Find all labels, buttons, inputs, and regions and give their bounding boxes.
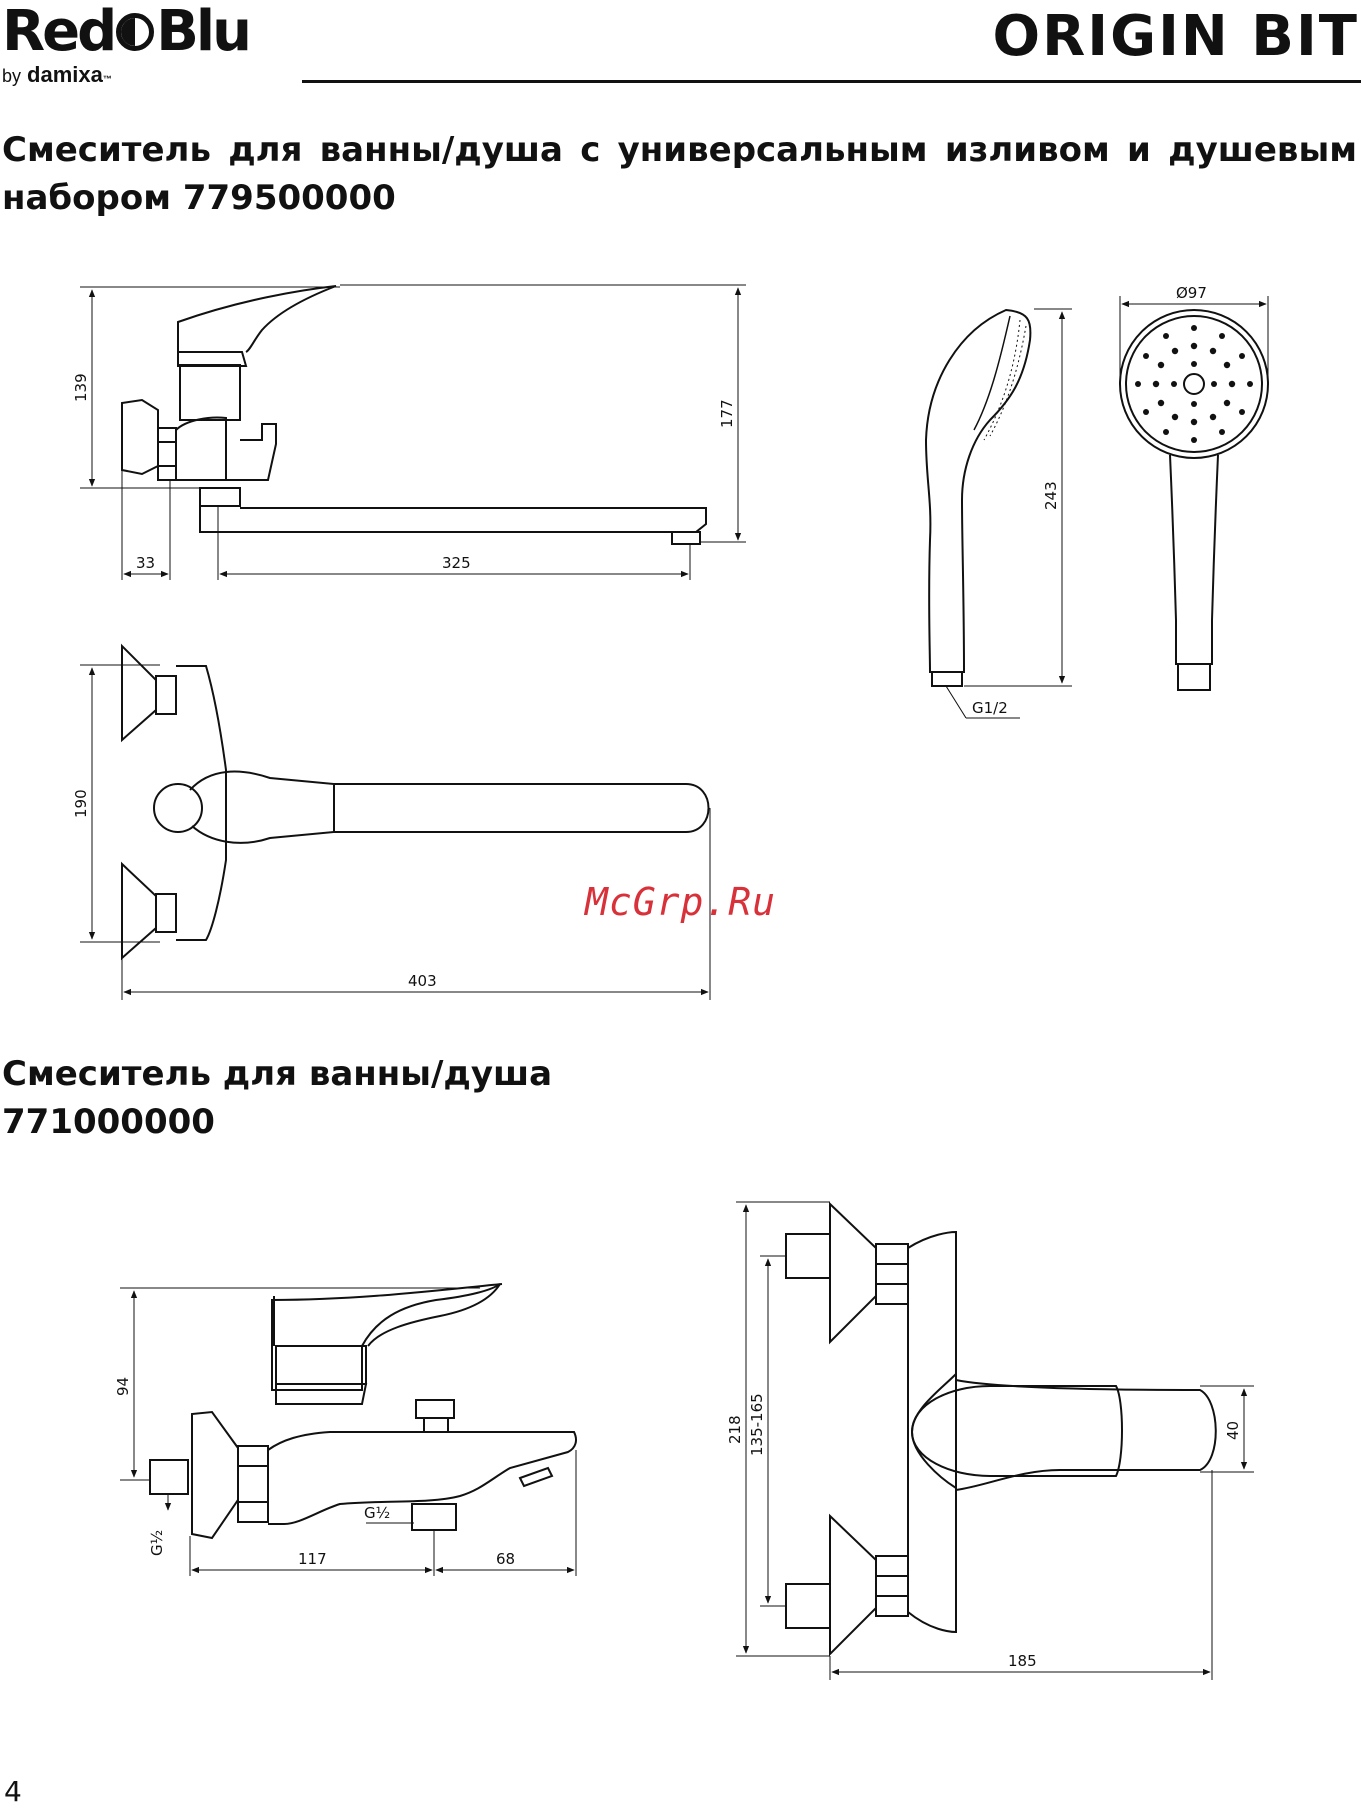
- page-number: 4: [4, 1775, 22, 1808]
- drawing-side-view-long-spout: [80, 285, 746, 580]
- watermark: McGrp.Ru: [585, 880, 776, 924]
- dim-33: 33: [136, 554, 155, 572]
- dim-403: 403: [408, 972, 437, 990]
- dim-94: 94: [114, 1377, 132, 1396]
- drawing-front-view-bath-mixer: [736, 1202, 1254, 1680]
- drawing-top-view-long-spout: [80, 646, 710, 1000]
- dim-325: 325: [442, 554, 471, 572]
- dim-g-half-inlet: G½: [148, 1530, 166, 1556]
- drawing-hand-shower-side: [926, 309, 1072, 718]
- dim-139: 139: [72, 373, 90, 402]
- dim-135-165: 135-165: [748, 1393, 766, 1456]
- shower-nozzles: [1135, 325, 1253, 443]
- dim-190: 190: [72, 789, 90, 818]
- dim-40: 40: [1224, 1421, 1242, 1440]
- drawing-side-view-bath-mixer: [120, 1284, 576, 1576]
- dim-185: 185: [1008, 1652, 1037, 1670]
- dim-g-half-outlet: G½: [364, 1504, 390, 1522]
- dim-diameter-97: Ø97: [1176, 284, 1207, 302]
- dim-117: 117: [298, 1550, 327, 1568]
- dim-177: 177: [718, 399, 736, 428]
- drawing-hand-shower-front: [1120, 296, 1268, 690]
- dim-g12: G1/2: [972, 699, 1008, 717]
- dim-68: 68: [496, 1550, 515, 1568]
- dim-243: 243: [1042, 481, 1060, 510]
- dim-218: 218: [726, 1415, 744, 1444]
